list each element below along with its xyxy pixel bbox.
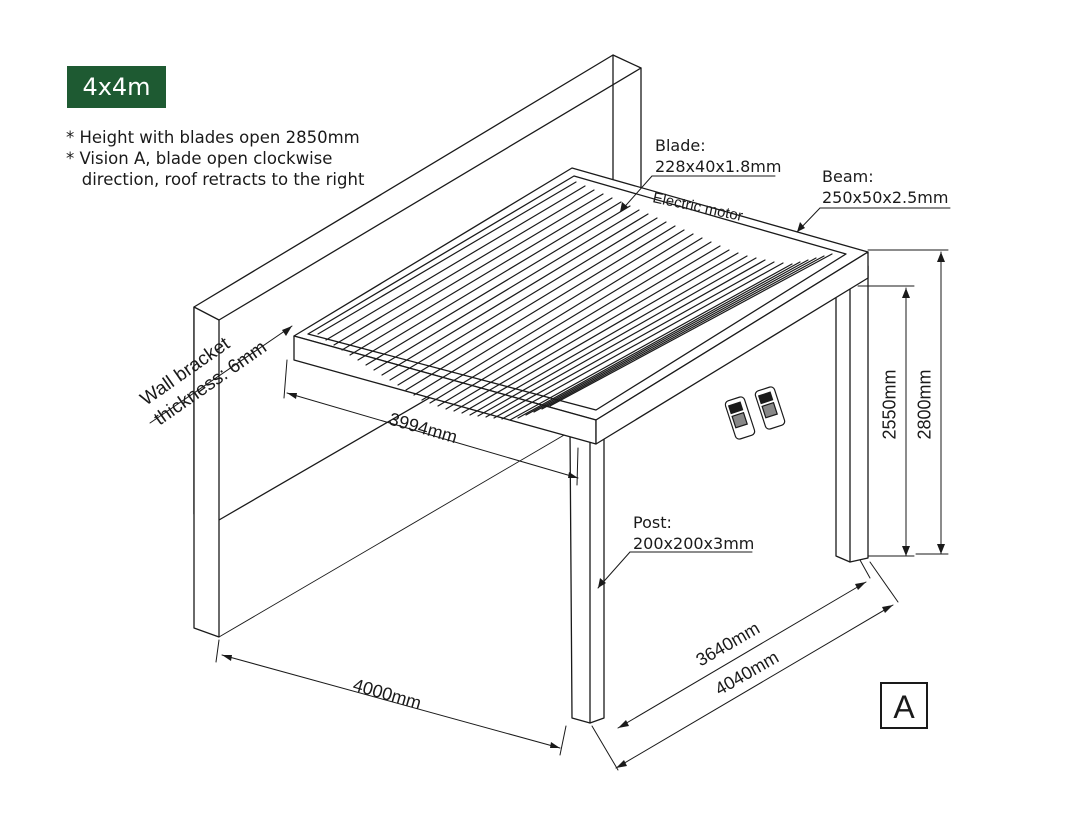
back-post: [835, 259, 869, 563]
arrowheads: [222, 202, 945, 768]
height-clear-dimension: 2550mm: [879, 369, 900, 440]
blade-spec: 228x40x1.8mm: [655, 157, 782, 176]
post-title: Post:: [633, 513, 672, 532]
roof-blades: [317, 181, 833, 421]
blade-callout: Blade: 228x40x1.8mm: [655, 135, 781, 177]
note-line-3: direction, roof retracts to the right: [66, 170, 365, 189]
note-line-1: * Height with blades open 2850mm: [66, 128, 360, 147]
beam-title: Beam:: [822, 167, 874, 186]
remote-controls: [724, 386, 786, 440]
vision-label: A: [880, 682, 928, 729]
note-line-2: * Vision A, blade open clockwise: [66, 149, 333, 168]
notes: * Height with blades open 2850mm * Visio…: [66, 127, 364, 190]
dimension-lines: [149, 249, 949, 771]
beam-spec: 250x50x2.5mm: [822, 188, 949, 207]
size-badge: 4x4m: [67, 66, 166, 108]
post-callout: Post: 200x200x3mm: [633, 512, 754, 554]
blade-title: Blade:: [655, 136, 706, 155]
post-spec: 200x200x3mm: [633, 534, 755, 553]
height-total-dimension: 2800mm: [914, 369, 935, 440]
beam-callout: Beam: 250x50x2.5mm: [822, 166, 948, 208]
front-post: [569, 429, 605, 724]
